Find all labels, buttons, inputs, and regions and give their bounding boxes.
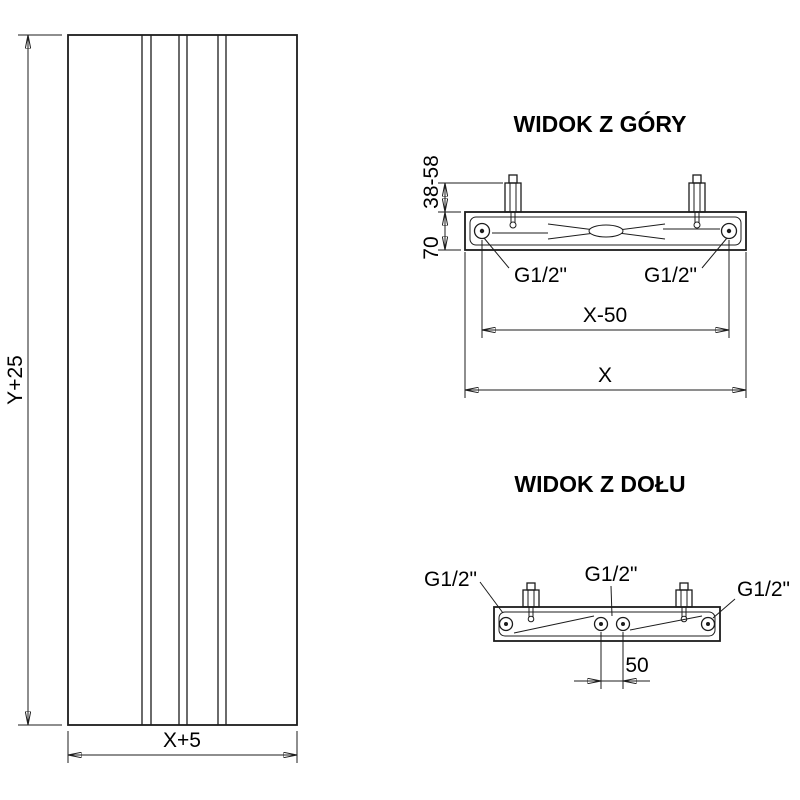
body-outline <box>464 211 747 251</box>
overall-width-dim-label: X <box>598 364 612 387</box>
center-spacing-dimension: 50 <box>574 632 650 689</box>
bottom-view-right-bracket <box>675 582 693 623</box>
radiator-panel-lines <box>141 35 227 725</box>
bottom-view-body <box>493 606 721 642</box>
overall-width-dimension: X <box>464 252 747 398</box>
connection-spacing-dim-label: X-50 <box>583 304 627 327</box>
top-view-right-bracket <box>688 174 706 229</box>
top-view-left-bracket <box>504 174 522 229</box>
depth-dim-label: 70 <box>420 236 443 259</box>
right-connection-port <box>720 222 738 240</box>
leader-line <box>610 585 613 617</box>
bottom-view-connection-labels: G1/2" G1/2" G1/2" <box>424 563 790 619</box>
top-left-connection-label: G1/2" <box>514 264 567 287</box>
bottom-view-left-bracket <box>522 582 540 623</box>
top-view-connection-labels: G1/2" G1/2" <box>483 237 728 287</box>
break-ellipse <box>588 224 624 238</box>
break-line <box>513 615 595 634</box>
break-line <box>629 615 703 631</box>
left-connection-port <box>473 222 491 240</box>
leader-line <box>483 237 510 269</box>
right-connection-port <box>700 616 716 632</box>
front-view: Y+25 X+5 <box>4 34 298 763</box>
wall-distance-dim-label: 38-58 <box>420 155 443 209</box>
top-view-title: WIDOK Z GÓRY <box>514 110 687 137</box>
bottom-view: WIDOK Z DOŁU <box>424 471 790 689</box>
body-inner-wall <box>469 216 742 246</box>
leader-line <box>479 581 504 614</box>
wall-distance-dimension: 38-58 <box>420 155 503 213</box>
connection-spacing-dimension: X-50 <box>481 240 730 338</box>
center-spacing-dim-label: 50 <box>625 654 648 677</box>
body-outline <box>493 606 721 642</box>
depth-dimension: 70 <box>420 212 461 260</box>
bottom-right-connection-label: G1/2" <box>737 578 790 601</box>
radiator-front-outline <box>67 34 298 726</box>
front-height-dim-label: Y+25 <box>4 355 27 405</box>
bottom-center-connection-label: G1/2" <box>585 563 638 586</box>
bottom-view-title: WIDOK Z DOŁU <box>514 471 685 497</box>
front-width-dimension: X+5 <box>67 729 298 763</box>
top-view: WIDOK Z GÓRY <box>420 110 747 398</box>
front-height-dimension: Y+25 <box>4 34 62 726</box>
top-view-body <box>464 211 747 251</box>
bottom-left-connection-label: G1/2" <box>424 568 477 591</box>
leader-line <box>701 237 728 269</box>
front-width-dim-label: X+5 <box>163 729 201 752</box>
leader-line <box>712 598 736 619</box>
left-connection-port <box>498 616 514 632</box>
center-left-connection-port <box>593 616 609 632</box>
top-right-connection-label: G1/2" <box>644 264 697 287</box>
center-right-connection-port <box>615 616 631 632</box>
